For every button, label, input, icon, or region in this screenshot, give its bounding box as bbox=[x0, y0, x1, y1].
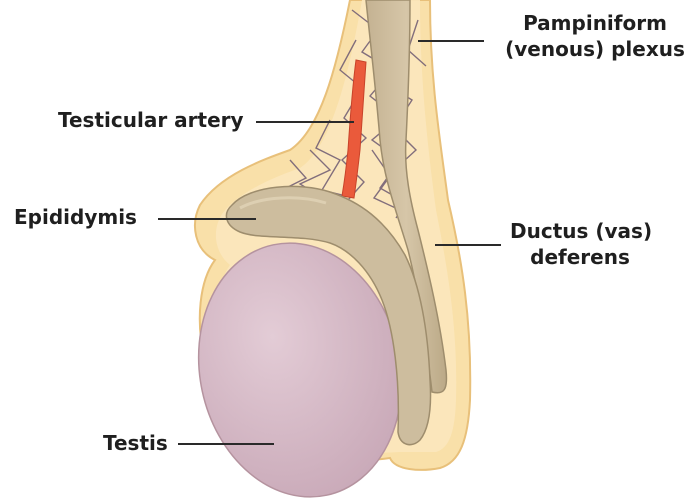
label-testis: Testis bbox=[103, 431, 168, 455]
epididymis-shape bbox=[225, 185, 432, 446]
label-epididymis: Epididymis bbox=[14, 205, 137, 229]
epididymis-leader-line bbox=[158, 218, 256, 220]
spermatic-cord bbox=[365, 0, 448, 394]
artery-leader-line bbox=[256, 121, 354, 123]
label-ductus-deferens: Ductus (vas) deferens bbox=[510, 219, 653, 269]
epididymis-highlight bbox=[239, 196, 327, 210]
plexus-leader-line bbox=[418, 40, 484, 42]
ductus-leader-line bbox=[435, 244, 501, 246]
testicular-artery bbox=[341, 59, 367, 199]
testis-leader-line bbox=[178, 443, 274, 445]
label-testicular-artery: Testicular artery bbox=[58, 108, 244, 132]
label-pampiniform-plexus: Pampiniform (venous) plexus bbox=[505, 11, 685, 61]
